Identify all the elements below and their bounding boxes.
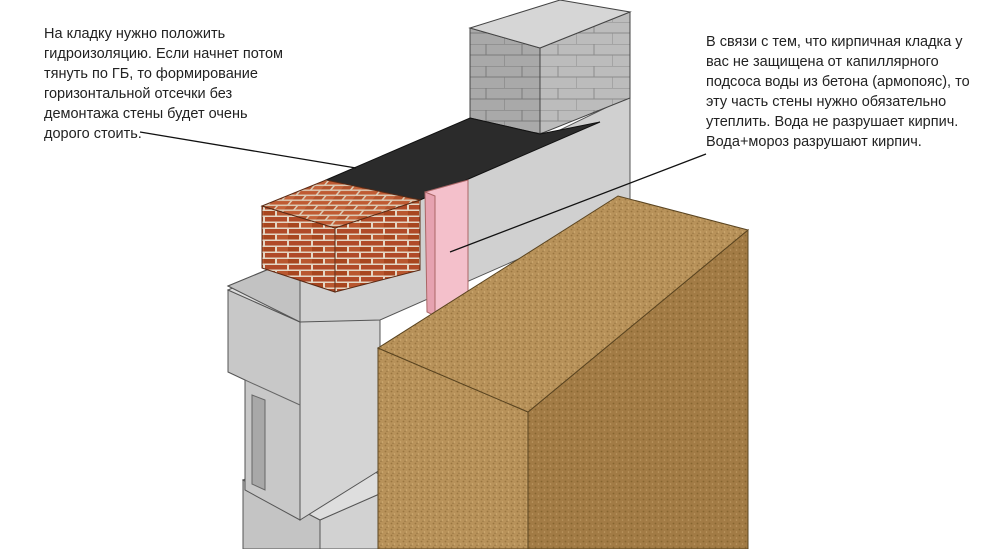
annotation-insulation: В связи с тем, что кирпичная кладка у ва… (706, 32, 970, 152)
brick-masonry (260, 179, 422, 293)
annotation-line: В связи с тем, что кирпичная кладка у (706, 34, 963, 50)
annotation-line: демонтажа стены будет очень (44, 106, 248, 122)
insulation-board (424, 179, 469, 317)
annotation-line: горизонтальной отсечки без (44, 86, 233, 102)
annotation-line: дорого стоить. (44, 126, 142, 142)
annotation-line: вас не защищена от капиллярного (706, 54, 939, 70)
annotation-line: тянуть по ГБ, то формирование (44, 66, 258, 82)
leader-line-left (139, 131, 357, 169)
annotation-line: Вода+мороз разрушают кирпич. (706, 134, 922, 150)
annotation-waterproofing: На кладку нужно положить гидроизоляцию. … (44, 24, 283, 144)
leader-line-right (449, 153, 707, 253)
soil-backfill (376, 195, 750, 549)
annotation-line: гидроизоляцию. Если начнет потом (44, 46, 283, 62)
annotation-line: утеплить. Вода не разрушает кирпич. (706, 114, 959, 130)
annotation-line: эту часть стены нужно обязательно (706, 94, 947, 110)
annotation-line: На кладку нужно положить (44, 26, 226, 42)
annotation-line: подсоса воды из бетона (армопояс), то (706, 74, 970, 90)
